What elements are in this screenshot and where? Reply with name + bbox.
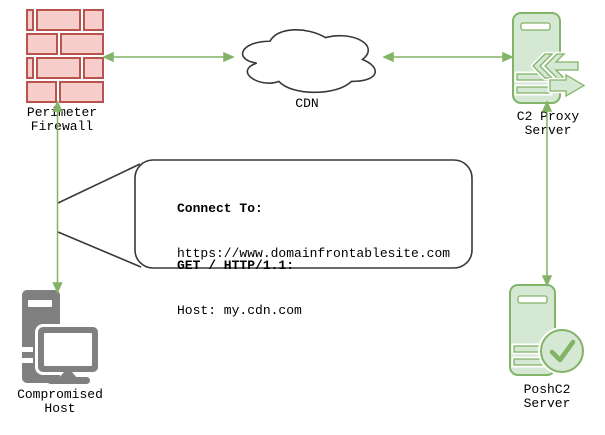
callout-connect-label: Connect To: [177, 201, 263, 216]
proxy-left-arrow-icon [530, 51, 581, 81]
callout-request-block: GET / HTTP/1.1: Host: my.cdn.com [177, 228, 302, 348]
callout-connect-url: https://www.domainfrontablesite.com [177, 246, 451, 261]
check-circle-icon [540, 329, 584, 373]
poshc2-label-line2: Server [523, 396, 571, 411]
cloud-icon [241, 29, 377, 94]
server-check-icon [509, 284, 586, 376]
cdn-label-text: CDN [295, 96, 319, 111]
compromised-host-label-line2: Host [44, 401, 76, 416]
proxy-server-icon [512, 12, 587, 104]
compromised-host-label-line1: Compromised [17, 387, 103, 402]
callout-connect-block: Connect To: https://www.domainfrontables… [177, 171, 450, 291]
callout-bubble [57, 159, 473, 269]
proxy-right-arrow-icon [547, 72, 587, 99]
brick-wall-icon [26, 9, 104, 103]
checkmark-icon [549, 339, 576, 363]
callout-request-line: GET / HTTP/1.1: [177, 258, 295, 273]
cdn-label: CDN [257, 97, 357, 111]
firewall-label-line2: Firewall [30, 119, 94, 134]
firewall-label-line1: Perimeter [26, 105, 98, 120]
desktop-pc-icon [21, 290, 101, 384]
c2-proxy-label-line2: Server [524, 123, 572, 138]
poshc2-label-line1: PoshC2 [523, 382, 571, 397]
c2-proxy-label-line1: C2 Proxy [516, 109, 580, 124]
callout-host-line: Host: my.cdn.com [177, 303, 302, 318]
